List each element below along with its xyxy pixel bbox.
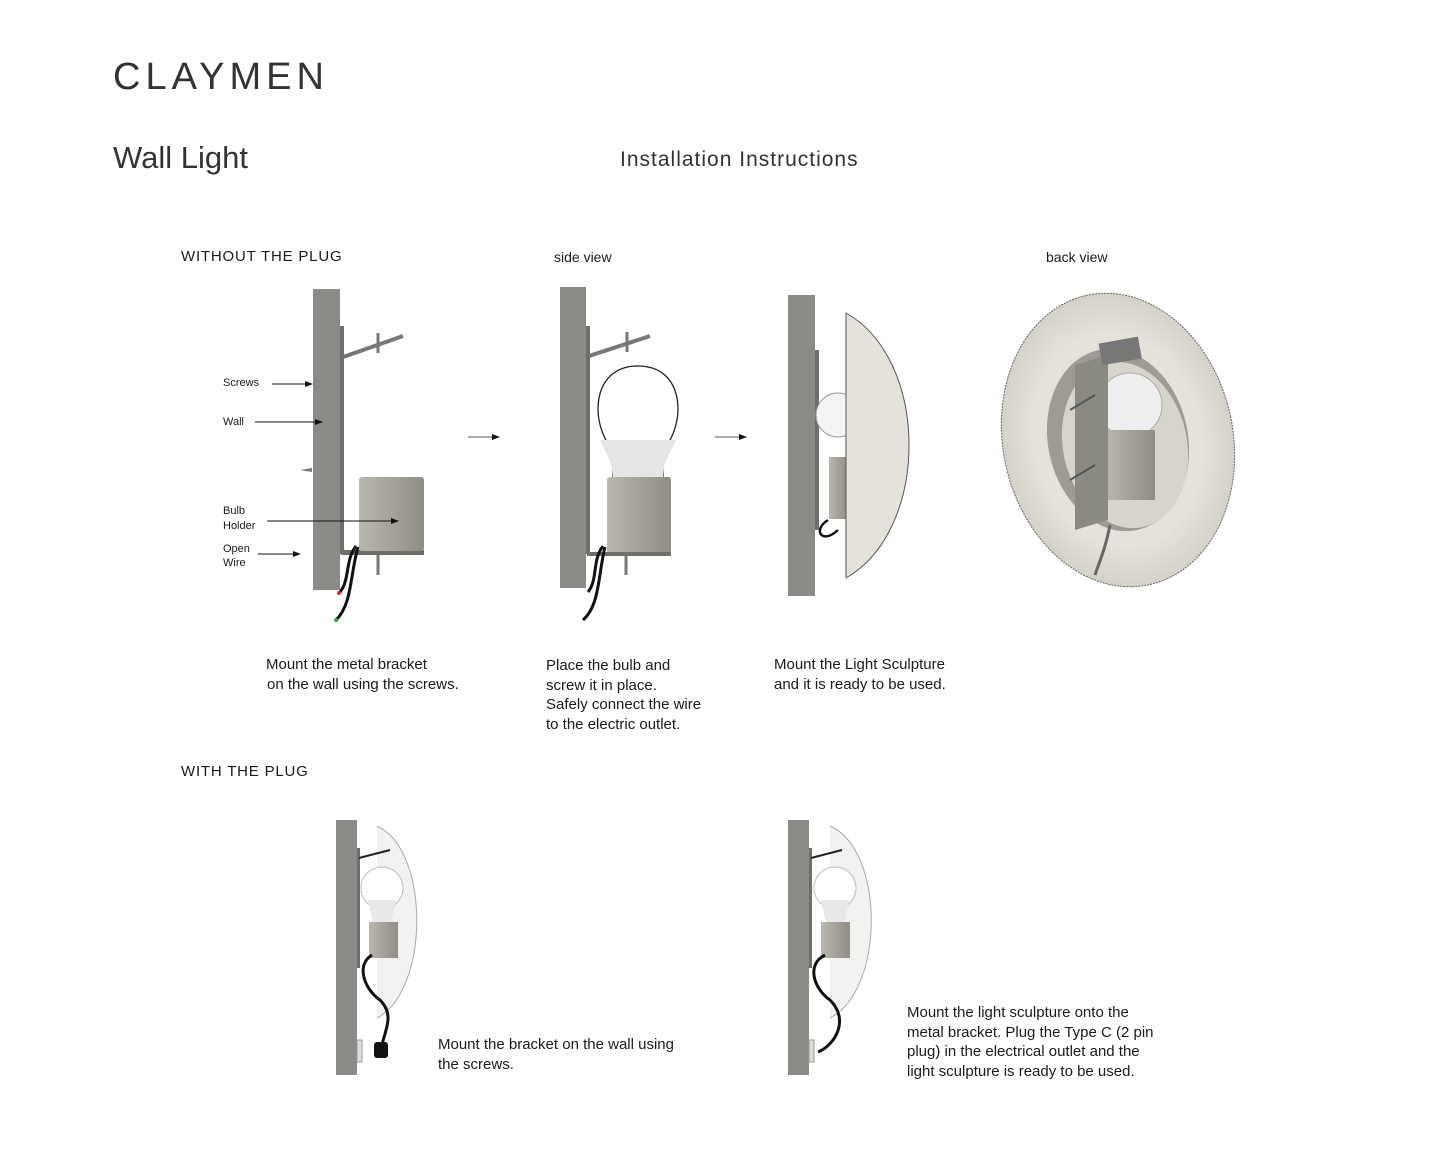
label-wire: Wire [223,557,246,569]
label-holder: Holder [223,520,256,532]
label-wall: Wall [223,416,244,428]
label-open: Open [223,543,250,555]
label-bulb: Bulb [223,505,246,517]
figure-sculpture-mounted [788,295,910,596]
brand-logo: CLAYMEN [113,56,329,98]
side-view-label: side view [554,249,612,265]
page-subtitle: Installation Instructions [620,148,859,171]
step-2-description: Place the bulb and screw it in place. Sa… [546,657,702,733]
figure-plug-sculpture-mounted [788,820,872,1075]
plug-step-1-description: Mount the bracket on the wall using the … [438,1036,674,1073]
back-view-label: back view [1046,249,1108,265]
figure-bulb-installed [560,287,679,622]
step-1-description: Mount the metal bracket on the wall usin… [266,656,459,693]
page-title: Wall Light [113,140,248,175]
section-heading-without-plug: WITHOUT THE PLUG [181,248,343,265]
plug-step-2-description: Mount the light sculpture onto the metal… [907,1004,1154,1080]
step-3-description: Mount the Light Sculpture and it is read… [774,656,946,693]
figure-back-view [1000,292,1236,588]
figure-plug-bracket [336,820,418,1075]
figure-bracket-mounted [255,289,424,622]
label-screws: Screws [223,377,260,389]
section-heading-with-plug: WITH THE PLUG [181,763,309,780]
